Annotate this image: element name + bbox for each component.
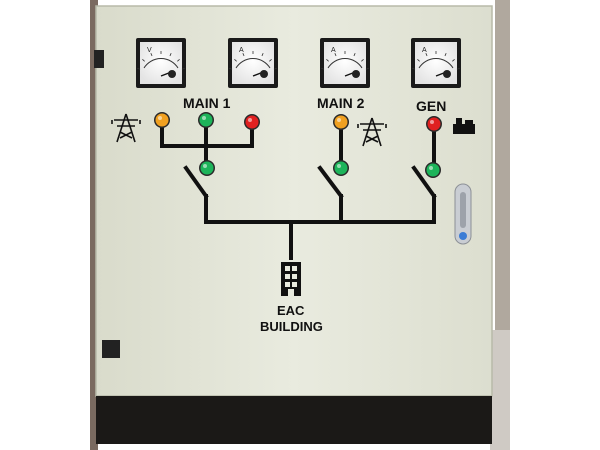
meter-scale: [418, 58, 454, 69]
meter-tick: [142, 58, 145, 62]
back-wall-right: [495, 0, 510, 330]
door-handle-slot: [460, 192, 466, 228]
main1-breaker-blade: [183, 165, 209, 199]
main2-breaker-blade: [317, 165, 344, 199]
main1-breaker-lamp: [199, 160, 215, 176]
meter-tick: [177, 58, 180, 62]
main2-label: MAIN 2: [317, 95, 365, 111]
main2-ammeter: A: [320, 38, 370, 88]
main1-green-lamp: [198, 112, 214, 128]
hinge-bottom: [102, 340, 120, 358]
meter-tick: [412, 67, 416, 70]
gen-breaker-lamp: [425, 162, 441, 178]
meter-pivot: [443, 70, 451, 78]
meter-pivot: [352, 70, 360, 78]
meter-tick: [150, 52, 153, 57]
indicator-lamps: [154, 112, 442, 178]
main2-amber-lamp: [333, 114, 349, 130]
meter-tick: [242, 52, 245, 57]
meter-pivot: [260, 70, 268, 78]
main1-ammeter: A: [228, 38, 278, 88]
gen-ammeter: A: [411, 38, 461, 88]
meter-unit-label: A: [331, 47, 336, 54]
main1-voltmeter: V: [136, 38, 186, 88]
gen-label: GEN: [416, 98, 447, 114]
meter-tick: [273, 67, 277, 70]
meter-face: [324, 42, 366, 84]
meter-tick: [234, 58, 237, 62]
main1-red-lamp: [244, 114, 260, 130]
meter-tick: [444, 52, 447, 57]
meter-tick: [229, 67, 233, 70]
hinge-top: [94, 50, 104, 68]
meter-tick: [417, 58, 420, 62]
meter-tick: [353, 52, 356, 57]
meter-tick: [334, 52, 337, 57]
meter-tick: [425, 52, 428, 57]
gen-breaker-blade: [411, 165, 437, 199]
meter-unit-label: V: [147, 47, 152, 54]
gen-red-lamp: [426, 116, 442, 132]
meter-tick: [261, 52, 264, 57]
meter-face: [232, 42, 274, 84]
meter-tick: [452, 58, 455, 62]
meter-tick: [181, 67, 185, 70]
transmission-tower-icon: [357, 117, 387, 147]
building-icon: [281, 262, 301, 296]
meter-tick: [137, 67, 141, 70]
main1-label: MAIN 1: [183, 95, 231, 111]
meter-unit-label: A: [239, 47, 244, 54]
floor-right: [490, 330, 510, 450]
meter-face: [415, 42, 457, 84]
transmission-tower-icon: [111, 113, 141, 143]
main1-amber-lamp: [154, 112, 170, 128]
main2-breaker-lamp: [333, 160, 349, 176]
meter-tick: [169, 52, 172, 57]
back-wall-left: [90, 0, 98, 450]
eac-label: EAC: [277, 303, 305, 318]
meter-tick: [321, 67, 325, 70]
meter-scale: [235, 58, 271, 69]
generator-icon: [453, 118, 475, 134]
meter-unit-label: A: [422, 47, 427, 54]
meter-scale: [143, 58, 179, 69]
door-handle-lock: [459, 232, 467, 240]
meter-pivot: [168, 70, 176, 78]
meter-tick: [269, 58, 272, 62]
meter-scale: [327, 58, 363, 69]
cabinet-base: [96, 396, 492, 444]
meter-tick: [326, 58, 329, 62]
meter-face: [140, 42, 182, 84]
meter-tick: [456, 67, 460, 70]
building-label: BUILDING: [260, 319, 323, 334]
meter-tick: [361, 58, 364, 62]
meter-tick: [365, 67, 369, 70]
